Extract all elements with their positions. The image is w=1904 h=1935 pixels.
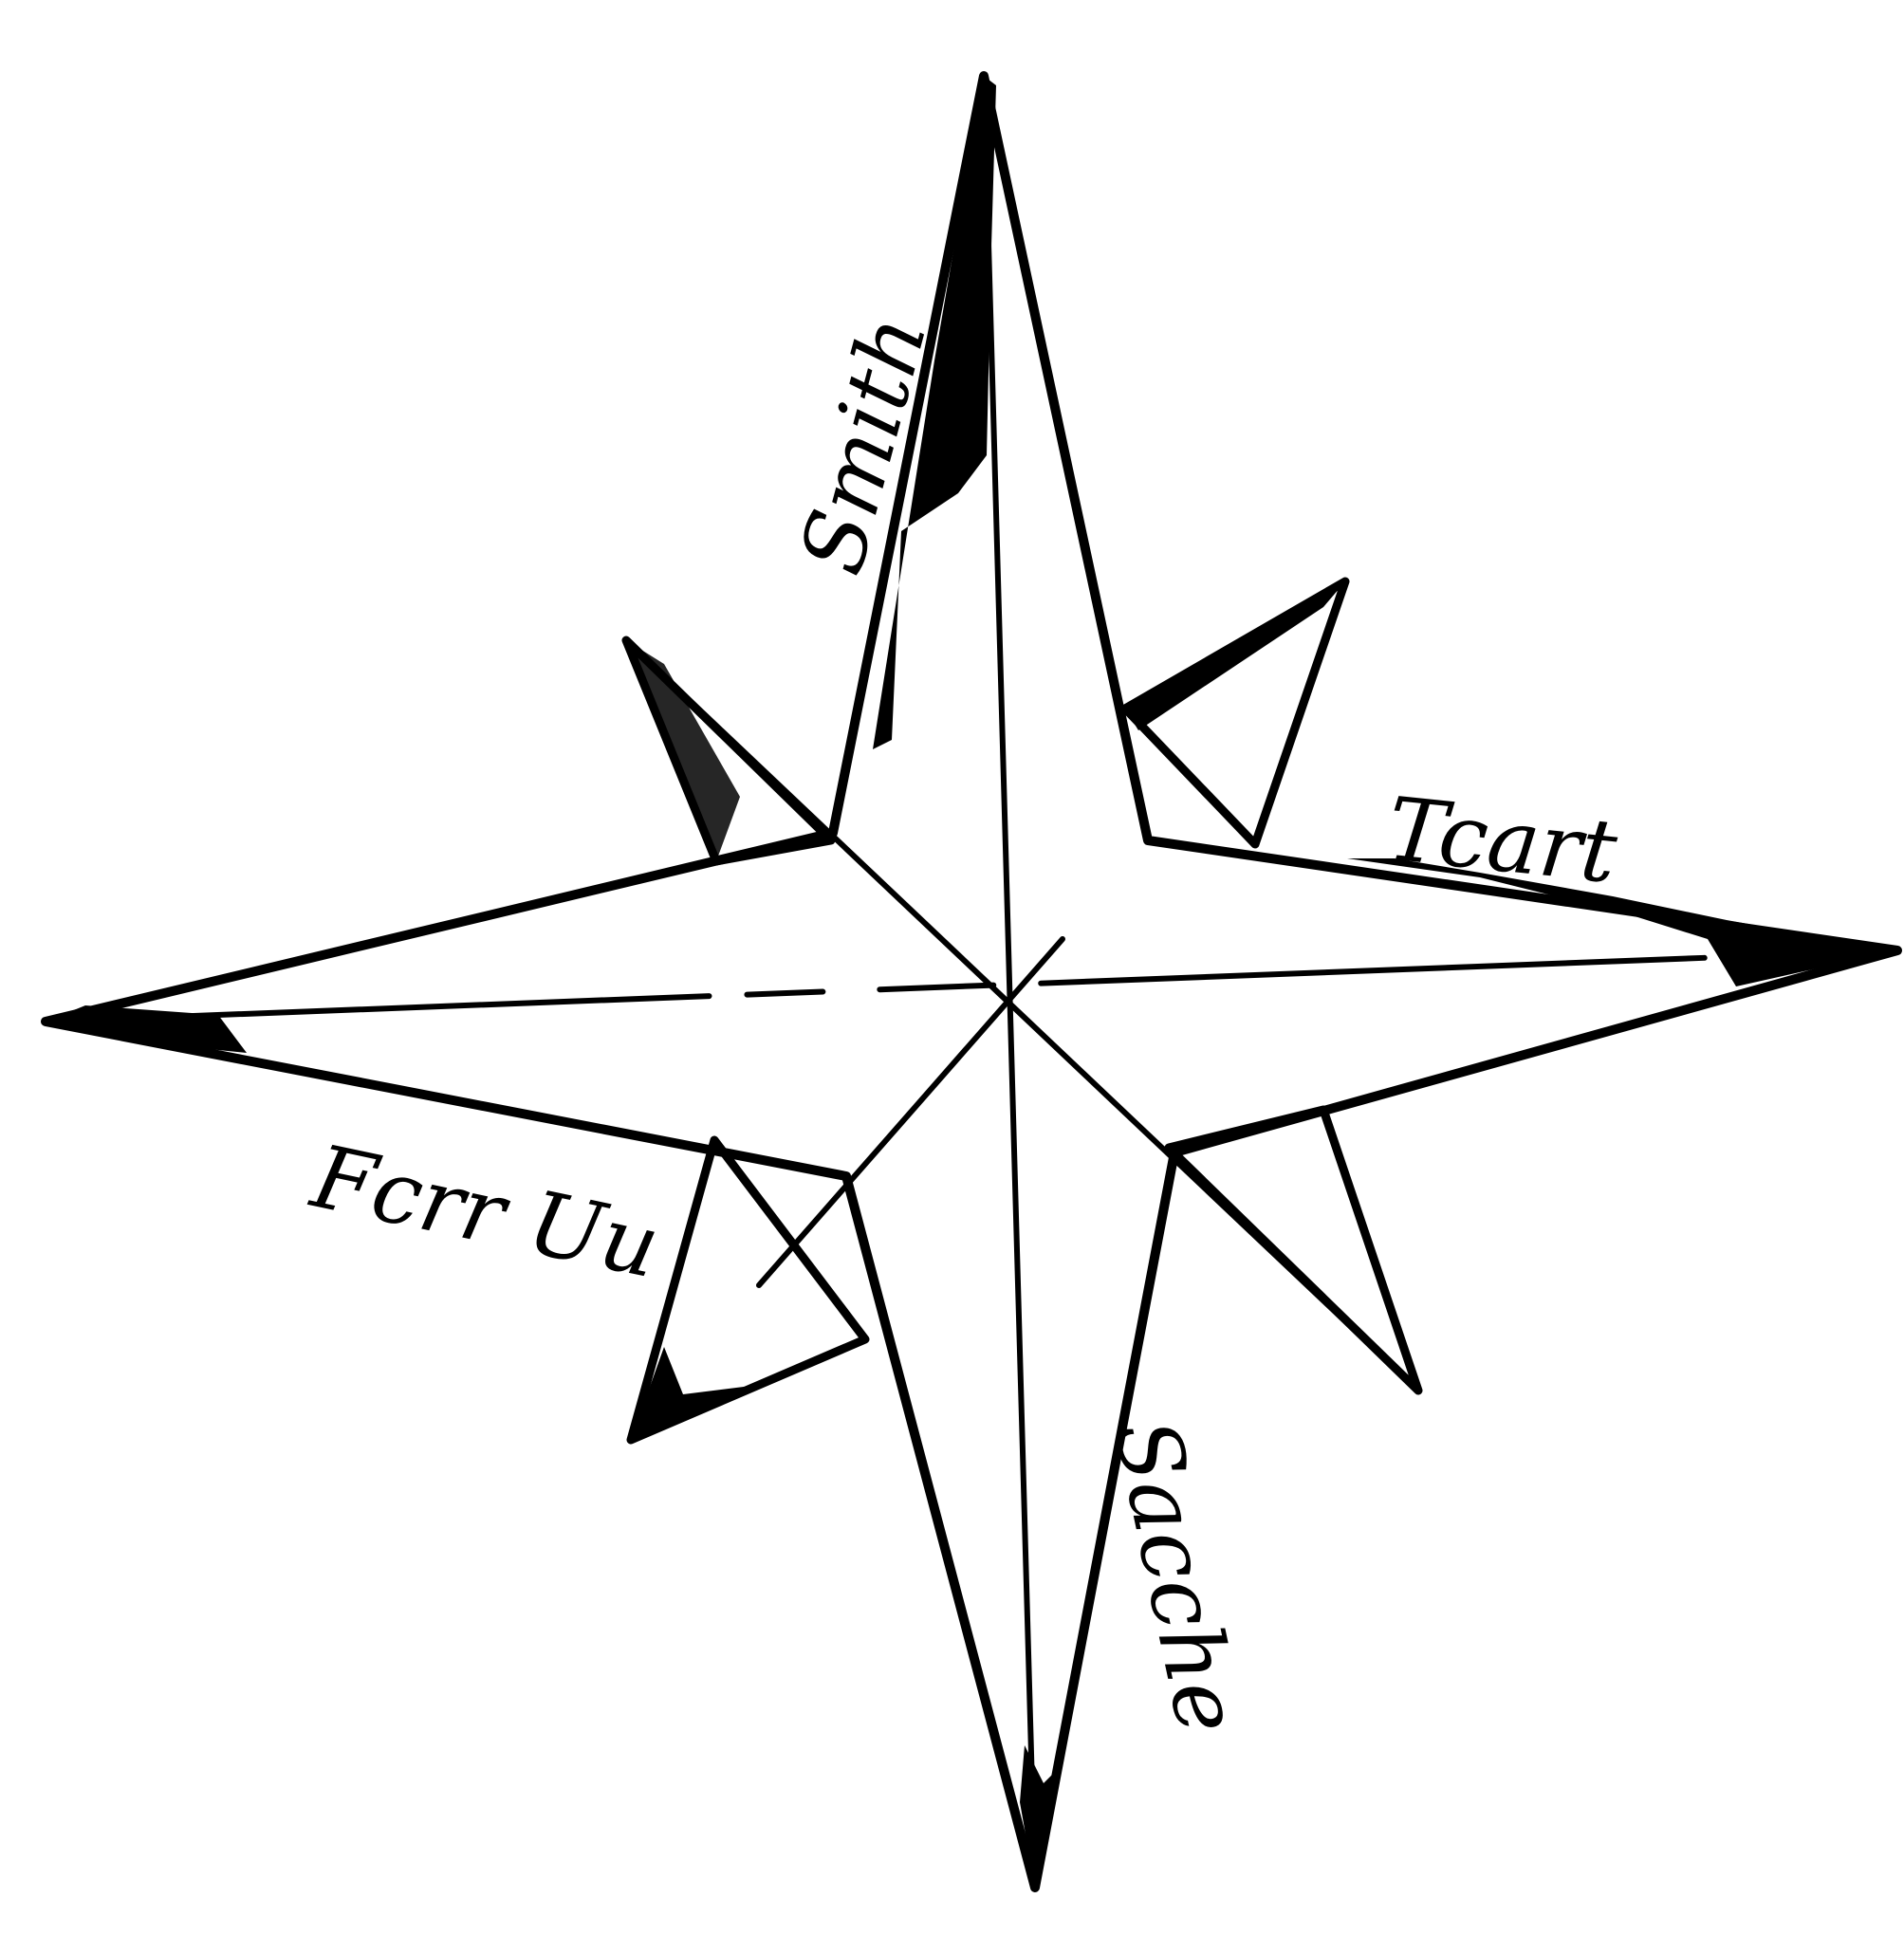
axis-nw-se: [626, 640, 1418, 1391]
main-star: [46, 76, 1897, 1888]
point-southeast: [1169, 1110, 1418, 1391]
label-west: Fcrr Uu: [302, 1125, 667, 1298]
axis-east-west: [46, 950, 1897, 1022]
direction-labels: Smith Tcart Sacche Fcrr Uu: [302, 304, 1622, 1742]
label-south: Sacche: [1094, 1410, 1259, 1742]
